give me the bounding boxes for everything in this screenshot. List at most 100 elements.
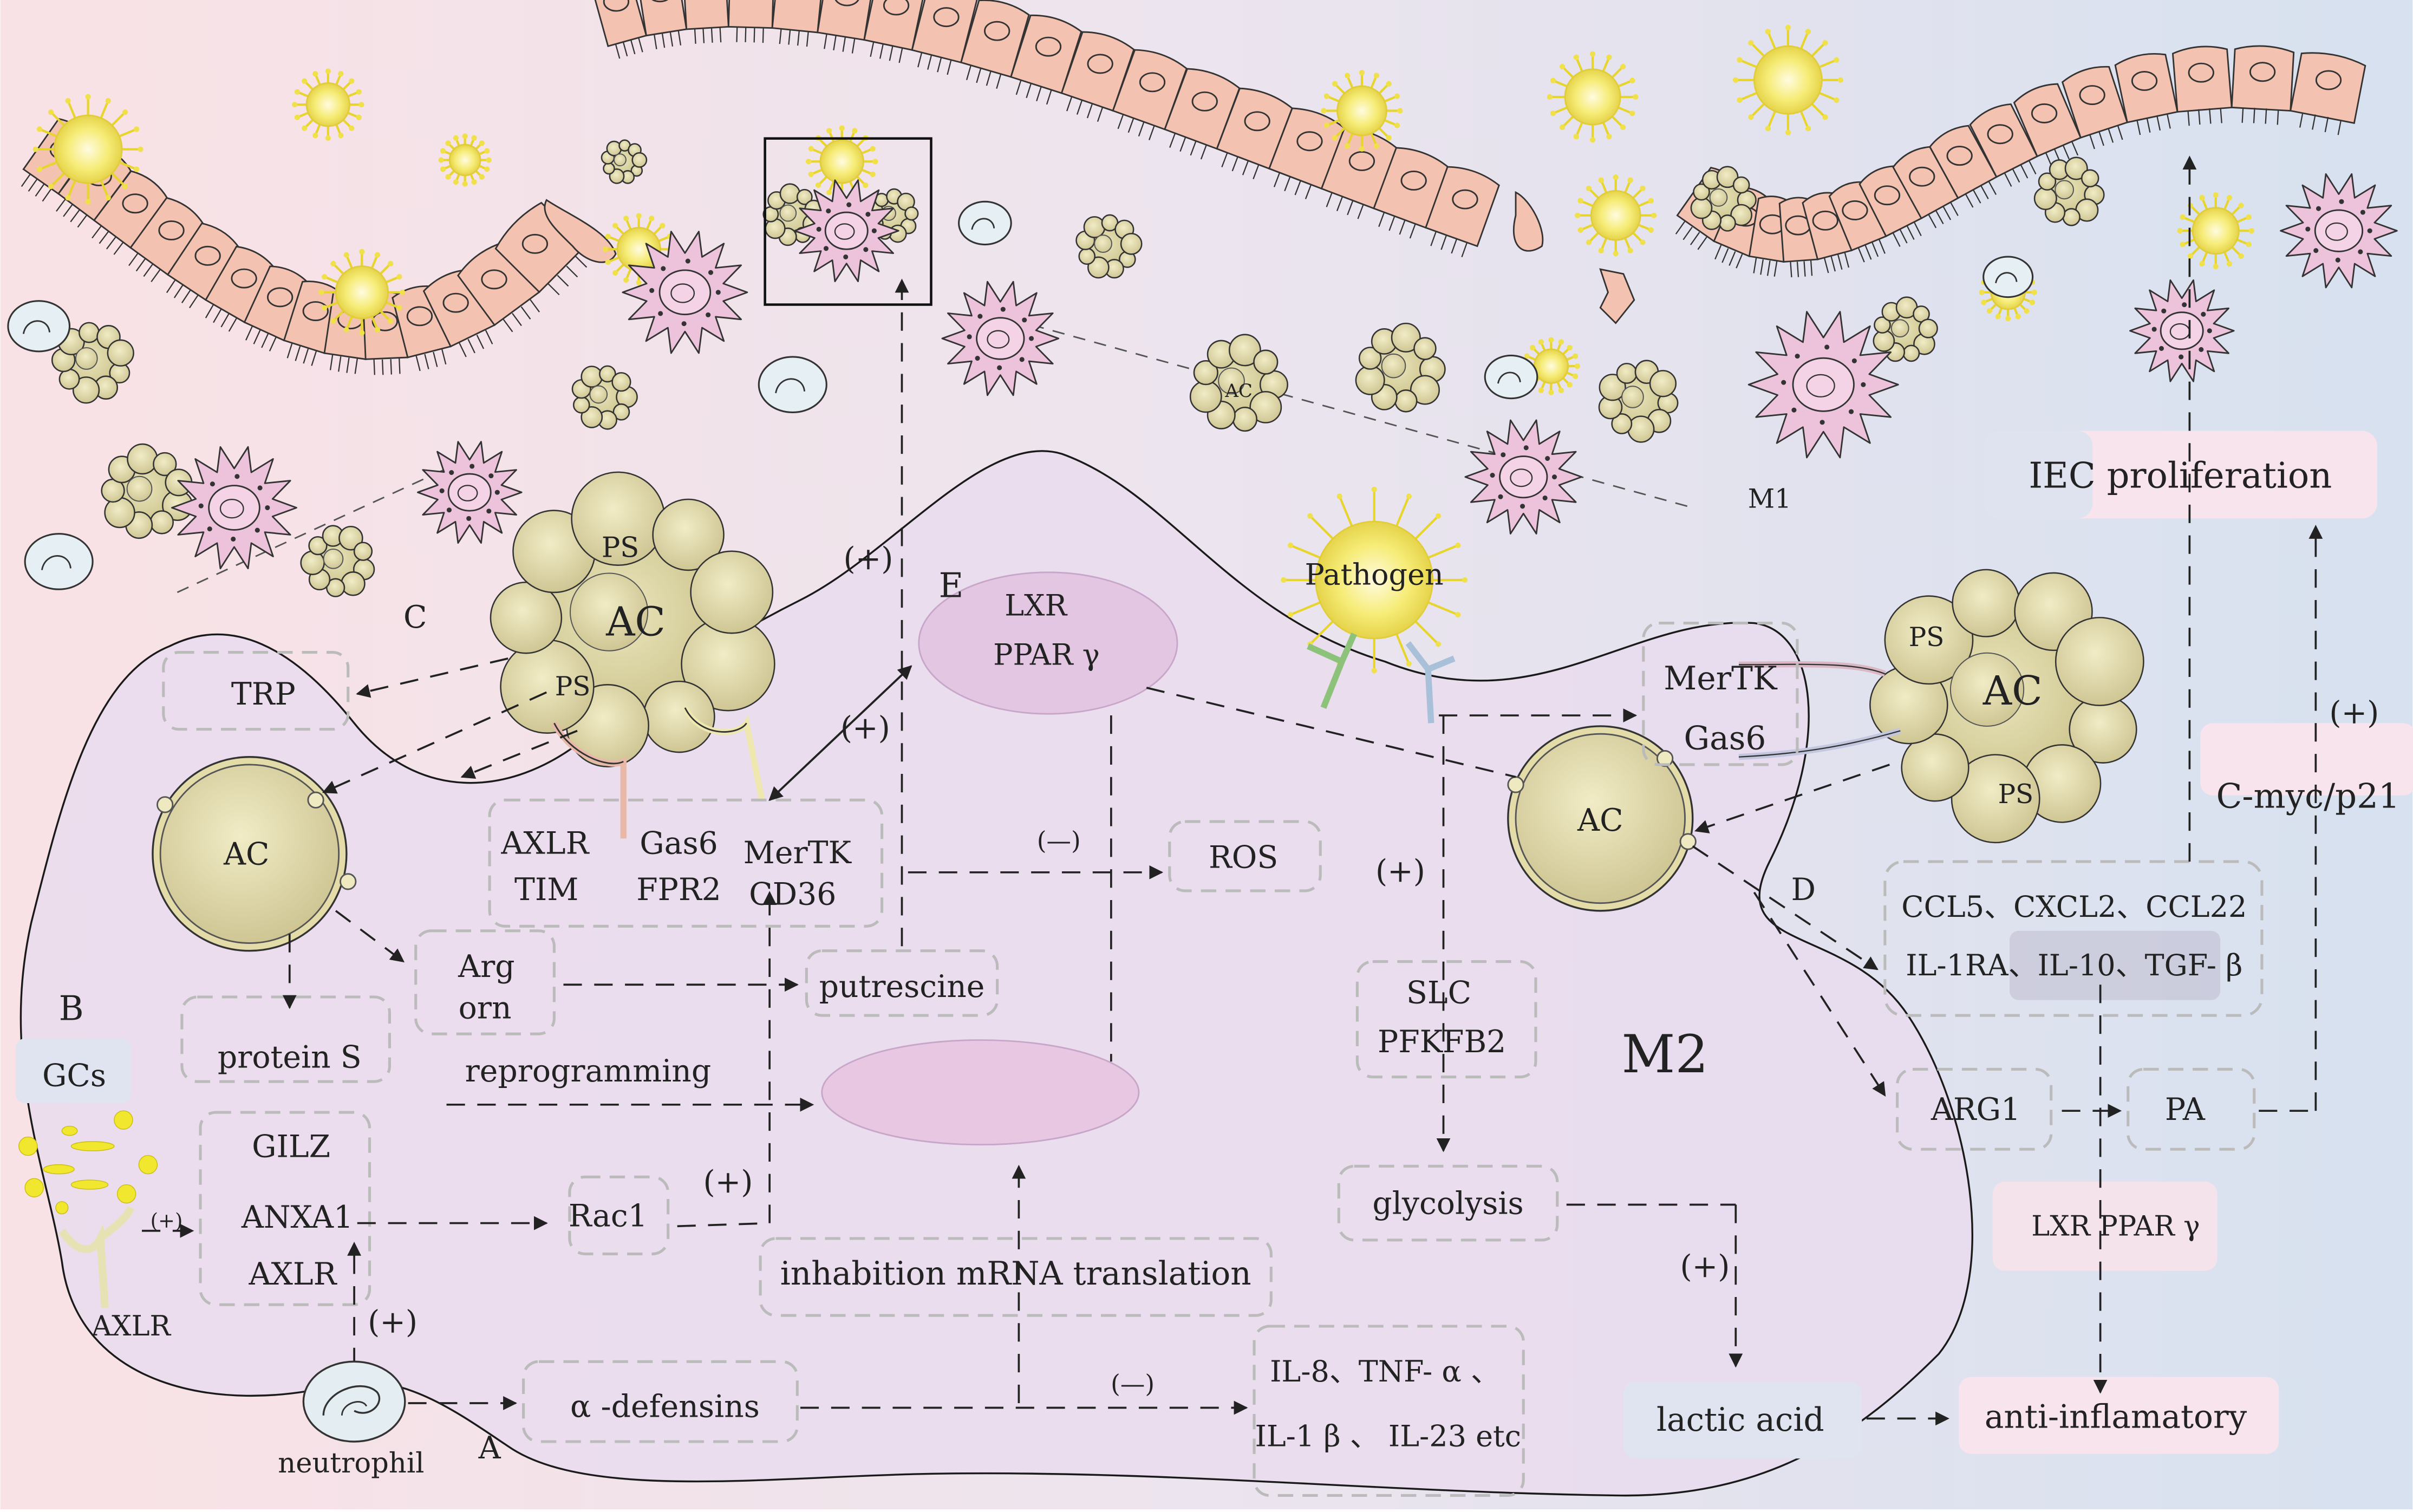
cell-nucleus [302,301,329,322]
apoptotic-body [612,403,630,421]
microvillus [1148,125,1155,140]
microvillus [2253,108,2255,123]
neutrophil [24,533,94,590]
microvillus [1760,259,1764,275]
macrophage [417,441,523,544]
apoptotic-body [1249,390,1282,423]
label-lxr-ppar2: LXR PPAR γ [2031,1210,2200,1242]
microvillus [381,359,384,375]
macrophage-nucleus [1792,357,1855,412]
apoptotic-body [2033,186,2057,210]
microvillus [1803,261,1806,277]
microvillus [1697,236,1707,250]
microvillus [1026,83,1032,99]
microvillus [1242,160,1249,175]
microvillus [2020,164,2029,179]
microvillus [173,284,184,298]
apoptotic-cell [300,525,375,597]
label-defensins: α -defensins [570,1389,760,1425]
apoptotic-body [1693,183,1710,201]
microvillus [575,256,588,268]
label-putrescine: putrescine [819,969,985,1005]
text-labels: C TRP (+) E (+) M1 IEC proliferation Mer… [42,455,2400,1480]
apoptotic-body [643,680,715,753]
microvillus [1294,180,1301,195]
microvillus [1773,261,1778,277]
microvillus [1753,258,1757,273]
label-m1: M1 [1748,484,1791,514]
apoptotic-body [58,368,80,390]
label-orn: orn [459,990,512,1026]
microvillus [1965,193,1974,208]
cell-nucleus [1842,200,1868,220]
macrophage [794,179,899,283]
epithelial-cell [817,0,872,41]
microvillus [1729,251,1736,266]
apoptotic-body [2081,169,2099,188]
microvillus [1440,234,1447,250]
apoptotic-body [149,510,174,535]
label-mertk-r: MerTK [1664,660,1778,698]
cell-nucleus [933,7,960,28]
microvillus [1675,221,1686,234]
label-reprogramming: reprogramming [465,1053,712,1089]
microvillus [35,183,45,197]
microvillus [1221,152,1228,167]
apoptotic-body [1413,337,1437,360]
macrophage-nucleus [1499,455,1548,499]
microvillus [1988,181,1997,195]
microvillus [1066,96,1073,112]
apoptotic-body [353,542,373,561]
microvillus [338,356,342,372]
macrophage [622,231,748,354]
label-anxa1: ANXA1 [241,1200,353,1235]
label-plus-7: (+) [368,1304,418,1340]
microvillus [2241,107,2244,123]
microvillus [833,35,837,51]
microvillus [2166,113,2171,129]
microvillus [797,30,800,46]
macrophage-nucleus [447,473,492,512]
apoptotic-cell [1598,360,1679,443]
microvillus [779,28,782,44]
label-trp: TRP [231,676,296,712]
microvillus [1326,192,1333,207]
microvillus [1399,219,1406,235]
cell-nucleus [194,245,221,266]
label-pfkfb2: PFKFB2 [1378,1024,1506,1060]
receptors-left [551,706,765,839]
microvillus [113,242,124,255]
pathogen-label: Pathogen [1305,558,1444,592]
apoptotic-body [2055,617,2144,706]
label-m2: M2 [1621,1024,1708,1085]
label-arg: Arg [458,949,515,985]
label-ros: ROS [1209,839,1278,875]
microvillus [947,60,952,75]
microvillus [1682,226,1693,240]
pathogen [2177,192,2254,270]
label-anti: anti-inflamatory [1985,1398,2247,1436]
apoptotic-body [1730,204,1753,226]
label-neutrophil: neutrophil [278,1448,424,1480]
microvillus [2198,109,2201,125]
microvillus [694,28,696,44]
microvillus [286,343,293,359]
microvillus [1950,201,1959,216]
macrophage-nucleus [976,317,1025,360]
microvillus [1388,216,1395,231]
microvillus [1253,164,1260,179]
microvillus [637,37,643,53]
cell-nucleus [406,306,433,327]
apoptotic-body [1918,318,1938,338]
pathogen [32,94,144,205]
microvillus [269,337,277,351]
cell-nucleus [1400,170,1427,191]
microvillus [1461,242,1468,258]
microvillus [2209,108,2212,124]
cell-nucleus [651,0,669,3]
apoptotic-body [338,525,363,551]
apoptotic-cell [1873,296,1938,362]
apoptotic-cell [1869,569,2144,844]
microvillus [966,65,972,80]
neutrophil [1484,354,1538,400]
